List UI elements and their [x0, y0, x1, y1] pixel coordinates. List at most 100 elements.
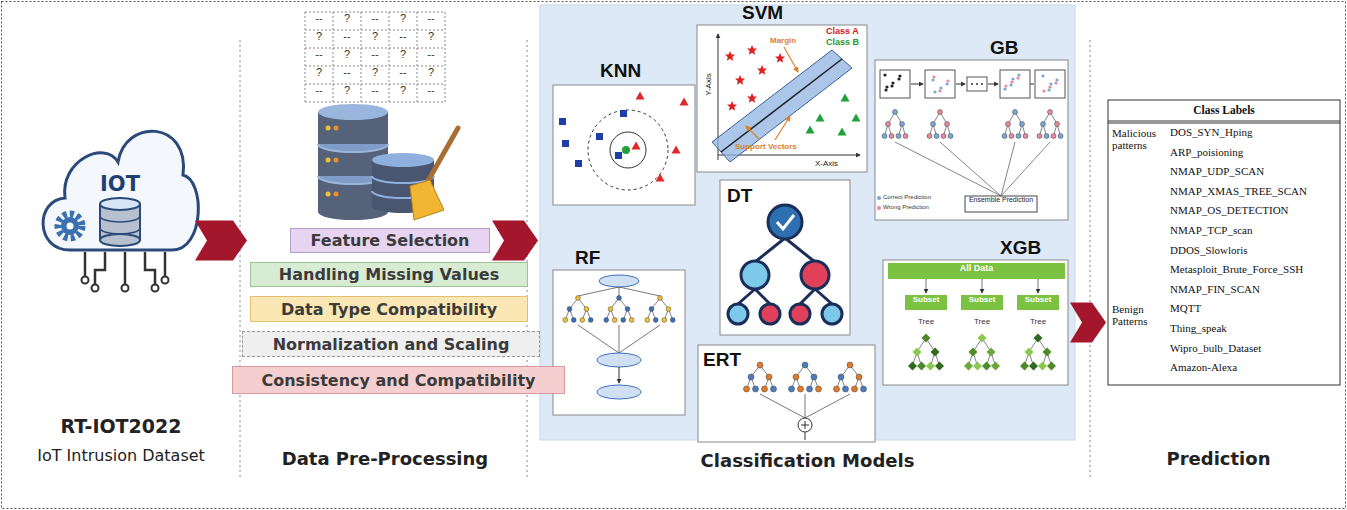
iot-icon-part	[100, 216, 140, 234]
rf-figure-part-part	[567, 307, 572, 312]
svm-figure-part	[746, 126, 760, 140]
gb-figure-part	[971, 83, 973, 85]
dt-figure-part	[738, 238, 832, 304]
figure-label: Subset	[961, 295, 1003, 304]
gb-figure-part-part	[1051, 134, 1056, 139]
ert-figure-part	[798, 418, 812, 432]
frame-part	[240, 40, 241, 480]
xgb-figure-part-part	[991, 362, 1000, 371]
figure-label: All Data	[888, 263, 1065, 273]
xgb-figure-part-part	[973, 362, 982, 371]
gb-figure-part	[956, 84, 965, 85]
knn-figure-part	[632, 142, 641, 150]
gb-figure-part-part	[889, 134, 894, 139]
gb-figure-part	[988, 84, 998, 85]
iot-icon-part	[122, 285, 129, 292]
table-cell: --	[333, 66, 361, 78]
knn-figure-part	[615, 152, 622, 159]
ert-figure-part-part	[744, 386, 750, 392]
ert-figure-part-part	[789, 386, 795, 392]
dt-figure-part	[741, 261, 769, 289]
xgb-figure-part-part	[1038, 362, 1047, 371]
svm-figure-part	[725, 51, 735, 61]
database-icon-part-part	[361, 12, 362, 102]
rf-figure-part-part	[604, 318, 609, 323]
figure-label: Subset	[905, 295, 947, 304]
gb-figure-part-part	[1042, 89, 1045, 92]
gb-figure-part-part	[1020, 122, 1025, 127]
dt-figure-part	[768, 205, 802, 239]
xgb-figure-part-part	[926, 362, 935, 371]
ert-figure-part-part	[762, 386, 768, 392]
class-label: DDOS_Slowloris	[1170, 244, 1248, 256]
svm-figure-part	[735, 75, 745, 85]
class-label: MQTT	[1170, 302, 1201, 314]
database-icon-part	[372, 153, 434, 167]
xgb-figure-part	[888, 263, 1065, 279]
table-cell: ?	[333, 12, 361, 24]
ert-figure-part-part	[748, 374, 754, 380]
class-table-part	[1108, 123, 1340, 124]
gb-figure-part-part	[1048, 110, 1053, 115]
table-cell: --	[361, 12, 389, 24]
table-cell: --	[417, 48, 445, 60]
xgb-figure-part	[905, 295, 947, 310]
class-label: Metasploit_Brute_Force_SSH	[1170, 263, 1303, 275]
gb-figure-part-part	[931, 122, 936, 127]
class-label: Thing_speak	[1170, 322, 1227, 334]
svm-figure-part	[747, 45, 757, 55]
table-cell: ?	[361, 66, 389, 78]
xgb-figure-part-part	[1043, 348, 1052, 357]
class-table	[1108, 100, 1340, 385]
class-label: NMAP_FIN_SCAN	[1170, 283, 1260, 295]
gb-figure-part-part	[1055, 122, 1060, 127]
node-box: RT-IOT2022IoT Intrusion DatasetIOT	[5, 10, 237, 475]
table-cell: --	[417, 84, 445, 96]
class-table-part	[1108, 121, 1340, 122]
database-icon-part-part	[305, 12, 306, 102]
xgb-figure-part	[961, 295, 1003, 310]
svm-figure-part	[838, 128, 847, 136]
gb-figure-part-part	[897, 77, 900, 80]
node-text: RF	[575, 247, 600, 269]
gb-figure-part-part	[938, 110, 943, 115]
node-text: KNN	[600, 60, 641, 82]
gb-figure-part	[877, 206, 881, 210]
gb-figure-part-part	[1049, 82, 1052, 85]
node-box: IOT	[38, 112, 193, 292]
iot-icon-part	[152, 285, 159, 292]
gb-figure-part-part	[934, 134, 939, 139]
ert-figure-part	[805, 432, 806, 440]
gb-figure-part-part	[938, 89, 941, 92]
iot-icon-part	[67, 223, 74, 230]
table-cell: --	[389, 30, 417, 42]
gb-figure-part-part	[1009, 83, 1012, 86]
rf-figure-part-part	[653, 318, 658, 323]
figure-label: Subset	[1017, 295, 1059, 304]
iot-icon-part	[82, 277, 89, 284]
dt-figure	[720, 180, 850, 335]
gb-figure-part	[875, 60, 1068, 220]
ert-figure-part-part	[807, 386, 813, 392]
svm-figure-part	[747, 93, 757, 103]
ert-figure-part-part	[798, 386, 804, 392]
svm-figure-part	[784, 47, 798, 72]
xgb-figure-part	[982, 279, 983, 293]
band-text: Consistency and Compatibility	[261, 371, 535, 390]
figure-label: Class B	[826, 37, 859, 47]
gb-figure-part-part	[1041, 122, 1046, 127]
ert-figure-part-part	[856, 374, 862, 380]
database-icon-part	[305, 12, 445, 102]
xgb-figure-part	[1017, 295, 1059, 310]
knn-figure-part	[553, 85, 695, 205]
ert-figure-part-part	[834, 386, 840, 392]
gb-figure-part-part	[890, 84, 893, 87]
iot-icon-part	[43, 131, 198, 250]
xgb-figure-part-part	[982, 362, 991, 371]
gb-figure-part	[877, 196, 881, 200]
process-band: Handling Missing Values	[250, 262, 528, 287]
table-cell: --	[305, 84, 333, 96]
gb-figure-part-part	[1058, 134, 1063, 139]
xgb-figure-part-part	[1020, 362, 1029, 371]
rf-figure-part-part	[584, 307, 589, 312]
